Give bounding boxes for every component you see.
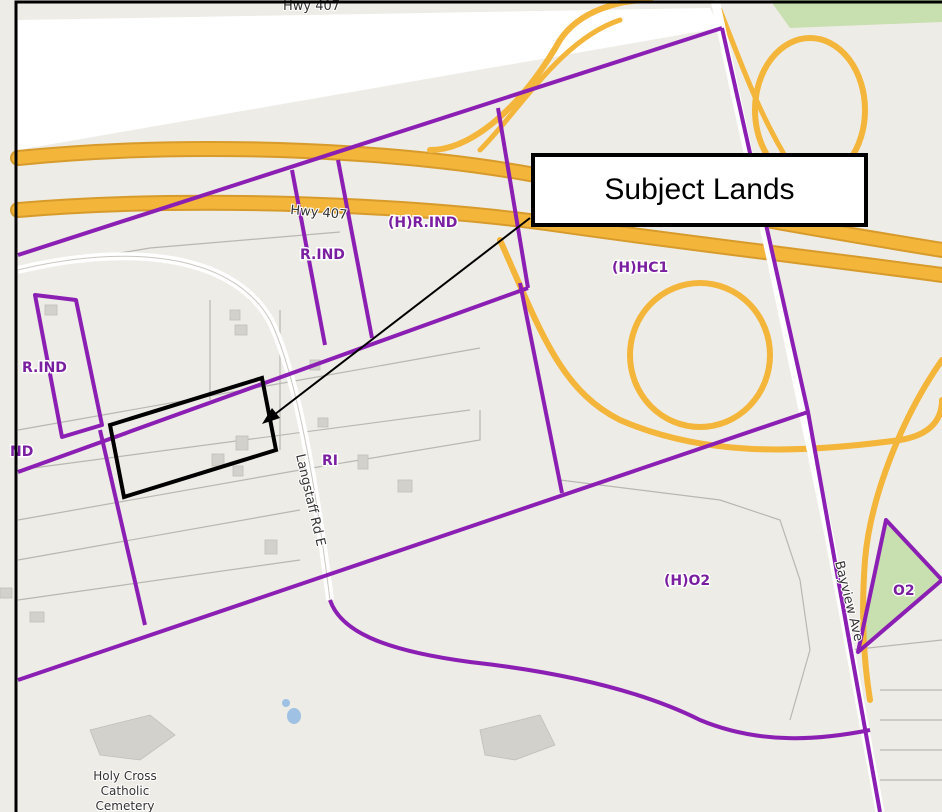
zone-label-ri: RI [322, 453, 338, 469]
place-label-line-3: Cemetery [96, 799, 155, 812]
callout-arrow [262, 217, 531, 424]
white-area [18, 8, 720, 150]
zone-label-h-rind: (H)R.IND [388, 215, 457, 231]
zone-label-nd: ND [10, 444, 33, 460]
zone-label-h-hc1: (H)HC1 [612, 260, 668, 276]
parcel-lines [17, 231, 942, 781]
map-border [14, 0, 942, 812]
subject-lands-callout: Subject Lands [531, 153, 868, 227]
green-patch-top [770, 0, 942, 28]
place-label-line-1: Holy Cross [93, 769, 157, 783]
subject-lands-outline [107, 375, 279, 500]
road-label-hwy-407: Hwy 407 [290, 203, 348, 223]
callout-label: Subject Lands [604, 173, 795, 206]
zone-label-o2: O2 [893, 583, 915, 599]
place-label-line-2: Catholic [101, 784, 150, 798]
buildings [0, 304, 556, 761]
pond [287, 708, 301, 724]
zone-label-h-o2: (H)O2 [664, 573, 710, 589]
zone-label-rind-left: R.IND [22, 360, 67, 376]
zone-label-rind-center: R.IND [300, 247, 345, 263]
